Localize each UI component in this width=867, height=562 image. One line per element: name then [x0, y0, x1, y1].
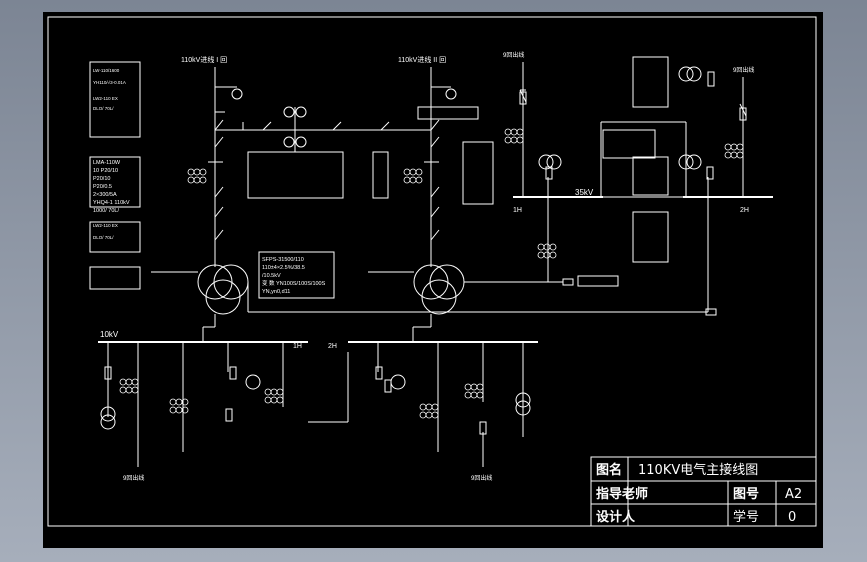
svg-text:YH110/√3-0.01A: YH110/√3-0.01A — [93, 80, 126, 85]
drawing-canvas: 110kV进线 I 回 110kV进线 II 回 10kV 1H 2H 35kV… — [43, 12, 823, 548]
svg-text:SFPS-31500/110: SFPS-31500/110 — [262, 257, 304, 263]
ct-spec: LMA-110W 10 P20/10 P20/10 P20/0.5 2×300/… — [93, 160, 130, 214]
student-no-label: 学号 — [733, 509, 759, 525]
outgoing-10-right-label: 9回出线 — [471, 474, 492, 482]
drawing-name-label: 图名 — [596, 462, 622, 478]
instructor-label: 指导老师 — [596, 486, 648, 502]
svg-text:10 P20/10: 10 P20/10 — [93, 168, 118, 174]
svg-text:YHQ4-1 110kV: YHQ4-1 110kV — [93, 200, 130, 206]
svg-text:110±4×2.5%/38.5: 110±4×2.5%/38.5 — [262, 265, 305, 271]
svg-text:变 数 YN100S/100S/100S: 变 数 YN100S/100S/100S — [262, 279, 326, 287]
section-2h-label: 2H — [328, 343, 337, 350]
main-wiring-diagram: 110kV进线 I 回 110kV进线 II 回 10kV 1H 2H 35kV… — [47, 16, 817, 527]
drawing-no-label: 图号 — [733, 487, 759, 502]
title-block: 图名 110KV电气主接线图 指导老师 图号 A2 设计人 学号 0 — [590, 456, 817, 527]
svg-text:DLO/ 70L/: DLO/ 70L/ — [93, 106, 114, 111]
svg-text:YN,yn0,d11: YN,yn0,d11 — [262, 289, 290, 295]
busbar-10kv-label: 10kV — [100, 330, 119, 339]
drawing-no: A2 — [785, 487, 802, 502]
svg-text:LW2-110 EX: LW2-110 EX — [93, 223, 118, 228]
bus35-1h-label: 1H — [513, 207, 522, 214]
svg-text:LW-110/1600: LW-110/1600 — [93, 68, 120, 73]
svg-text:DLO/ 70L/: DLO/ 70L/ — [93, 235, 114, 240]
bus35-2h-label: 2H — [740, 207, 749, 214]
transformer-spec: SFPS-31500/110 110±4×2.5%/38.5 /10.5kV 变… — [262, 257, 326, 295]
svg-text:2×300/5A: 2×300/5A — [93, 192, 117, 198]
incoming-line-1-label: 110kV进线 I 回 — [181, 55, 227, 64]
incoming-line-2-label: 110kV进线 II 回 — [398, 55, 446, 64]
left-annotations: LW-110/1600 YH110/√3-0.01A LW2-110 EX DL… — [93, 68, 126, 240]
outgoing-10-left-label: 9回出线 — [123, 474, 144, 482]
drawing-border — [47, 16, 817, 527]
busbar-35kv-label: 35kV — [575, 188, 594, 197]
svg-text:LMA-110W: LMA-110W — [93, 160, 121, 166]
svg-text:P20/0.5: P20/0.5 — [93, 184, 112, 190]
student-no: 0 — [788, 510, 796, 525]
svg-text:LW2-110 EX: LW2-110 EX — [93, 96, 118, 101]
wiring-lines — [89, 56, 773, 467]
svg-text:1000/ 70L/: 1000/ 70L/ — [93, 208, 119, 214]
drawing-name: 110KV电气主接线图 — [638, 462, 758, 478]
svg-text:P20/10: P20/10 — [93, 176, 110, 182]
section-1h-label: 1H — [293, 343, 302, 350]
outgoing-35-right-label: 9回出线 — [733, 66, 754, 74]
svg-text:/10.5kV: /10.5kV — [262, 273, 281, 279]
designer-label: 设计人 — [596, 509, 636, 525]
outgoing-35-left-label: 9回出线 — [503, 51, 524, 59]
